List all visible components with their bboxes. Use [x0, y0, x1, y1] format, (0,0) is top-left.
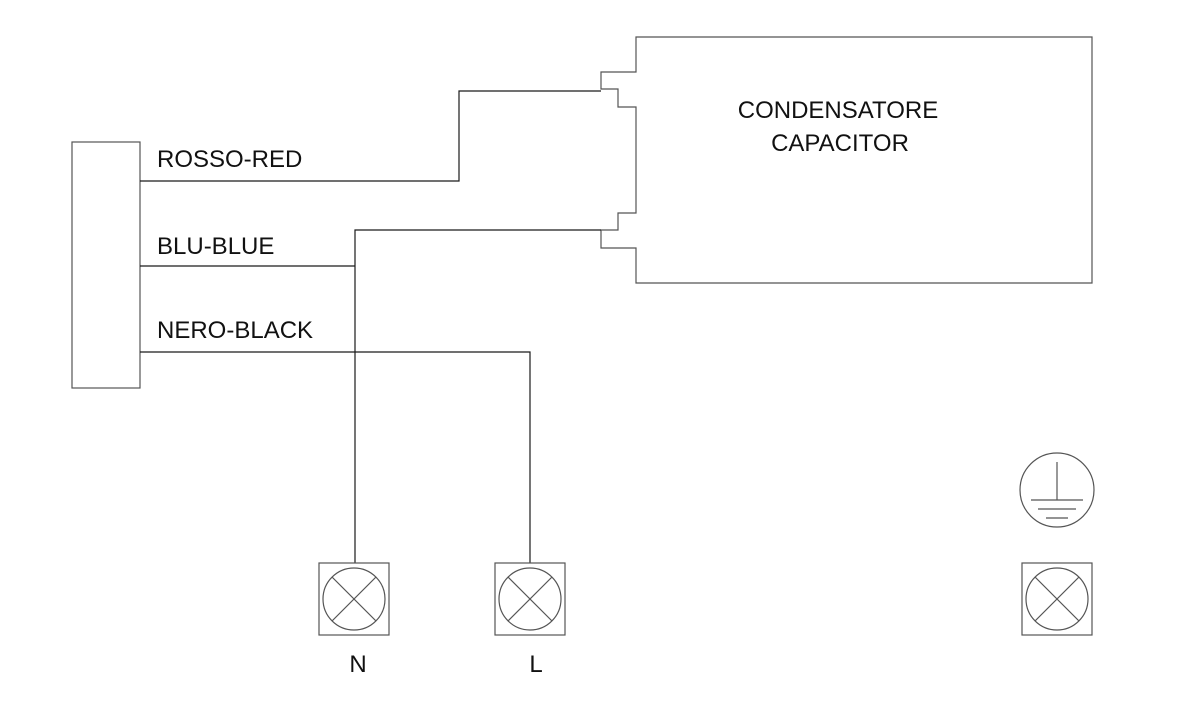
- ground-symbol-icon: [1019, 452, 1095, 528]
- capacitor-body: [600, 36, 1093, 284]
- terminal-ground: [1021, 562, 1093, 636]
- black-wire-label: NERO-BLACK: [157, 317, 313, 344]
- capacitor-label-line2: CAPACITOR: [771, 130, 909, 157]
- motor-connector-block: [71, 141, 141, 389]
- terminal-cross-icon: [322, 567, 386, 631]
- capacitor-label-line1: CONDENSATORE: [738, 97, 938, 124]
- black-wire: [140, 351, 531, 563]
- terminal-n: [318, 562, 390, 636]
- blue-wire-capacitor-branch: [354, 229, 601, 563]
- terminal-n-label: N: [349, 651, 366, 678]
- terminal-cross-icon: [498, 567, 562, 631]
- terminal-l-label: L: [529, 651, 542, 678]
- terminal-cross-icon: [1025, 567, 1089, 631]
- red-wire-label: ROSSO-RED: [157, 146, 302, 173]
- blue-wire-label: BLU-BLUE: [157, 233, 274, 260]
- red-wire: [140, 90, 601, 182]
- terminal-l: [494, 562, 566, 636]
